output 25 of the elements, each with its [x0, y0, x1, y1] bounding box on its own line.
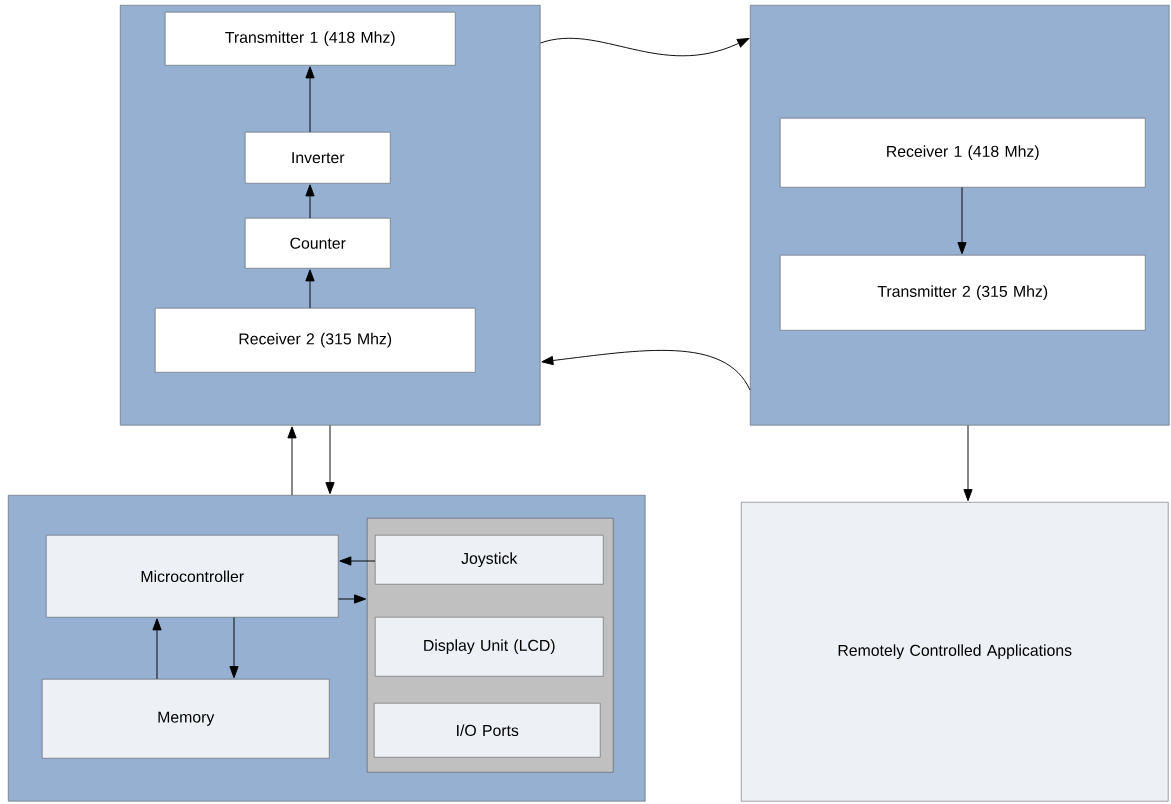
arrow [305, 184, 315, 219]
process-box: Inverter [245, 132, 391, 184]
arrow [305, 66, 315, 133]
arrow [339, 556, 376, 566]
arrow [305, 269, 315, 309]
application-box: Remotely Controlled Applications [741, 502, 1169, 802]
process-box: I/O Ports [374, 703, 601, 758]
wireless-arrow [541, 349, 751, 391]
wireless-arrow [540, 37, 750, 57]
process-box: Display Unit (LCD) [375, 617, 604, 677]
arrow [152, 618, 162, 680]
arrow [325, 425, 335, 495]
arrow [229, 617, 239, 679]
process-box: Memory [42, 679, 330, 759]
arrow [957, 187, 967, 255]
arrow [963, 425, 973, 502]
arrow [287, 426, 297, 496]
process-box: Microcontroller [46, 535, 339, 618]
process-box: Receiver 1 (418 Mhz) [780, 118, 1146, 188]
process-box: Counter [245, 218, 391, 269]
process-box: Transmitter 1 (418 Mhz) [165, 12, 456, 66]
process-box: Transmitter 2 (315 Mhz) [780, 255, 1146, 331]
process-box: Receiver 2 (315 Mhz) [155, 308, 476, 373]
process-box: Joystick [375, 535, 604, 585]
arrow [338, 594, 367, 604]
